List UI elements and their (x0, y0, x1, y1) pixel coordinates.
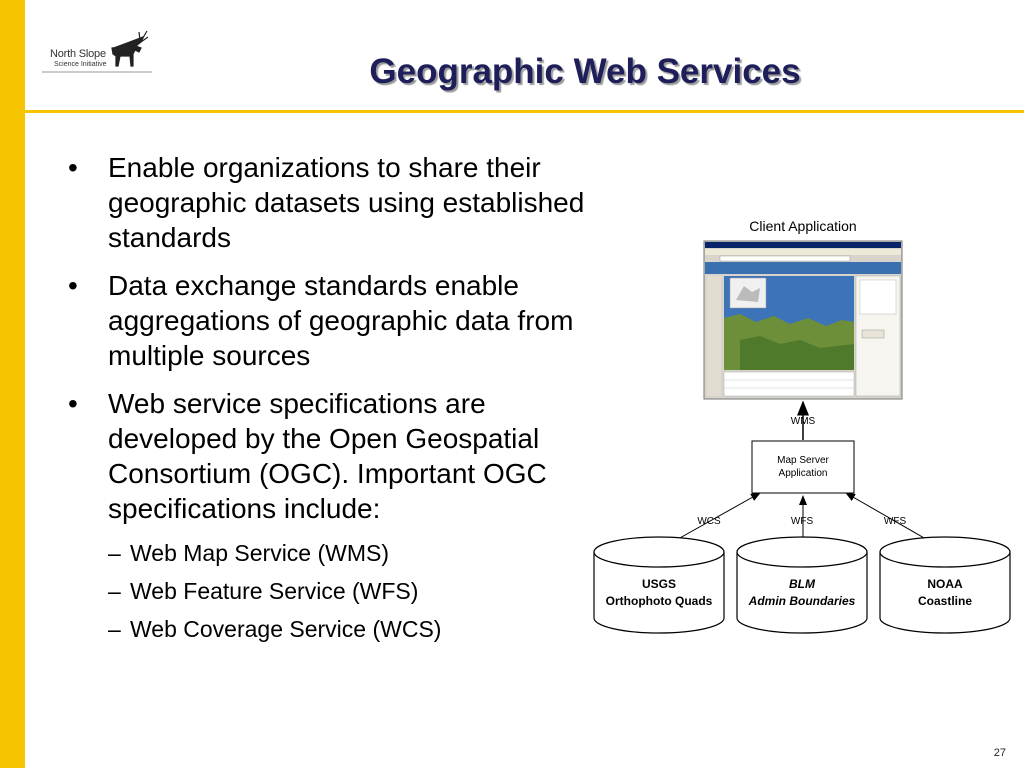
page-number: 27 (993, 747, 1006, 759)
bullet-item: • Enable organizations to share their ge… (68, 150, 628, 255)
bullet-text: Web service specifications are developed… (108, 388, 547, 524)
header-rule (25, 110, 1024, 113)
bullet-text: Data exchange standards enable aggregati… (108, 270, 574, 371)
sub-bullet-text: Web Coverage Service (WCS) (130, 616, 442, 642)
bullet-list: • Enable organizations to share their ge… (68, 150, 628, 653)
bullet-item: • Data exchange standards enable aggrega… (68, 268, 628, 373)
noaa-label-line1: NOAA (927, 577, 963, 591)
map-server-label-line2: Application (779, 468, 828, 479)
client-application-label: Client Application (749, 218, 856, 234)
sub-bullet-item: – Web Feature Service (WFS) (68, 577, 628, 605)
sub-bullet-dash: – (108, 616, 121, 642)
bullet-text: Enable organizations to share their geog… (108, 152, 585, 253)
logo-text-secondary: Science Initiative (54, 61, 107, 68)
bullet-item: • Web service specifications are develop… (68, 386, 628, 526)
sub-bullet-text: Web Feature Service (WFS) (130, 578, 419, 604)
logo-text-primary: North Slope (50, 48, 106, 60)
client-application-screenshot (703, 240, 903, 400)
noaa-database-cylinder (879, 536, 1011, 634)
wfs-label: WFS (791, 516, 814, 527)
sub-bullet-item: – Web Coverage Service (WCS) (68, 615, 628, 643)
caribou-icon (42, 30, 152, 73)
sub-bullet-item: – Web Map Service (WMS) (68, 539, 628, 567)
sub-bullet-text: Web Map Service (WMS) (130, 540, 390, 566)
noaa-label-line2: Coastline (918, 594, 972, 608)
usgs-database-cylinder (593, 536, 725, 634)
bullet-dot: • (68, 388, 78, 419)
map-server-box (751, 440, 855, 494)
sub-bullet-dash: – (108, 578, 121, 604)
map-server-label-line1: Map Server (777, 455, 829, 466)
usgs-label-line2: Orthophoto Quads (606, 594, 713, 608)
sub-bullet-dash: – (108, 540, 121, 566)
bullet-dot: • (68, 270, 78, 301)
left-accent-bar (0, 0, 25, 768)
blm-label-line1: BLM (789, 577, 816, 591)
usgs-label-line1: USGS (642, 577, 676, 591)
blm-label-line2: Admin Boundaries (748, 594, 856, 608)
bullet-dot: • (68, 152, 78, 183)
blm-database-cylinder (736, 536, 868, 634)
logo: North Slope Science Initiative (40, 28, 154, 78)
slide-title: Geographic Web Services (369, 52, 801, 91)
